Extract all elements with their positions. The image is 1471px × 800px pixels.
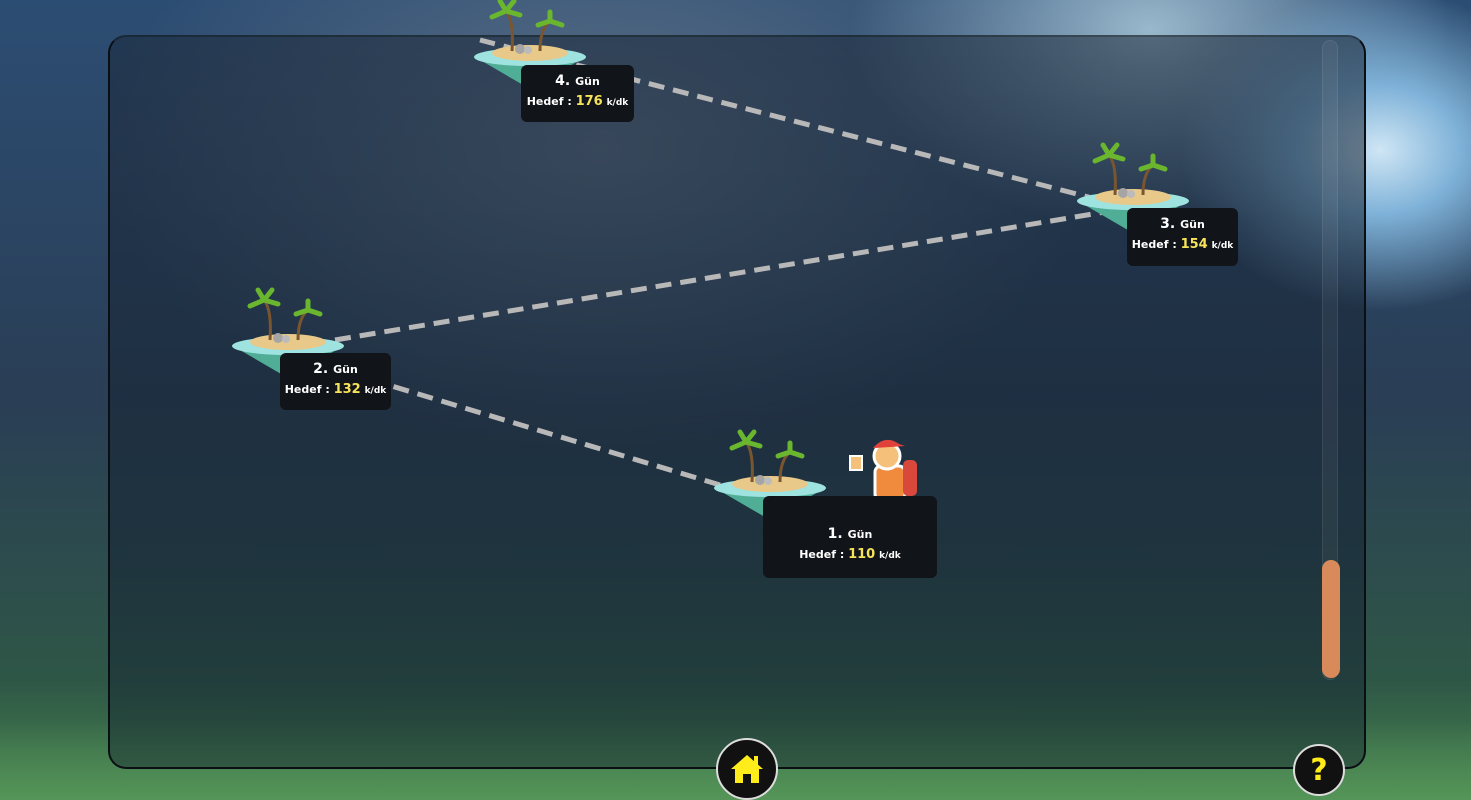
goal-label: Hedef : [799, 548, 845, 561]
goal-label: Hedef : [284, 383, 330, 396]
goal-value: 110 [848, 547, 876, 562]
level-number: 4. [555, 73, 571, 89]
day-label: Gün [575, 75, 600, 88]
level-number: 2. [313, 361, 329, 377]
home-icon [731, 755, 763, 783]
goal-unit: k/dk [606, 98, 629, 108]
goal-value: 176 [575, 94, 603, 109]
home-button[interactable] [716, 738, 778, 800]
help-button[interactable]: ? [1293, 744, 1345, 796]
goal-label: Hedef : [1131, 238, 1177, 251]
day-label: Gün [847, 528, 873, 541]
goal-unit: k/dk [364, 386, 387, 396]
level-2-card[interactable]: 2. Gün Hedef : 132 k/dk [280, 353, 391, 410]
level-3-card[interactable]: 3. Gün Hedef : 154 k/dk [1127, 208, 1238, 266]
scrollbar-thumb[interactable] [1322, 560, 1340, 678]
level-1-card[interactable]: 1. Gün Hedef : 110 k/dk [763, 496, 937, 578]
level-number: 3. [1160, 216, 1176, 232]
goal-label: Hedef : [526, 95, 572, 108]
day-label: Gün [333, 363, 358, 376]
day-label: Gün [1180, 218, 1205, 231]
scrollbar-track[interactable] [1322, 40, 1338, 680]
path-2-3 [334, 209, 1106, 343]
goal-unit: k/dk [879, 551, 901, 561]
level-4-card[interactable]: 4. Gün Hedef : 176 k/dk [521, 65, 634, 122]
level-number: 1. [827, 526, 843, 542]
question-icon: ? [1310, 752, 1328, 788]
goal-value: 154 [1180, 237, 1208, 252]
goal-unit: k/dk [1211, 241, 1234, 251]
path-1-2 [321, 362, 721, 488]
goal-value: 132 [333, 382, 361, 397]
